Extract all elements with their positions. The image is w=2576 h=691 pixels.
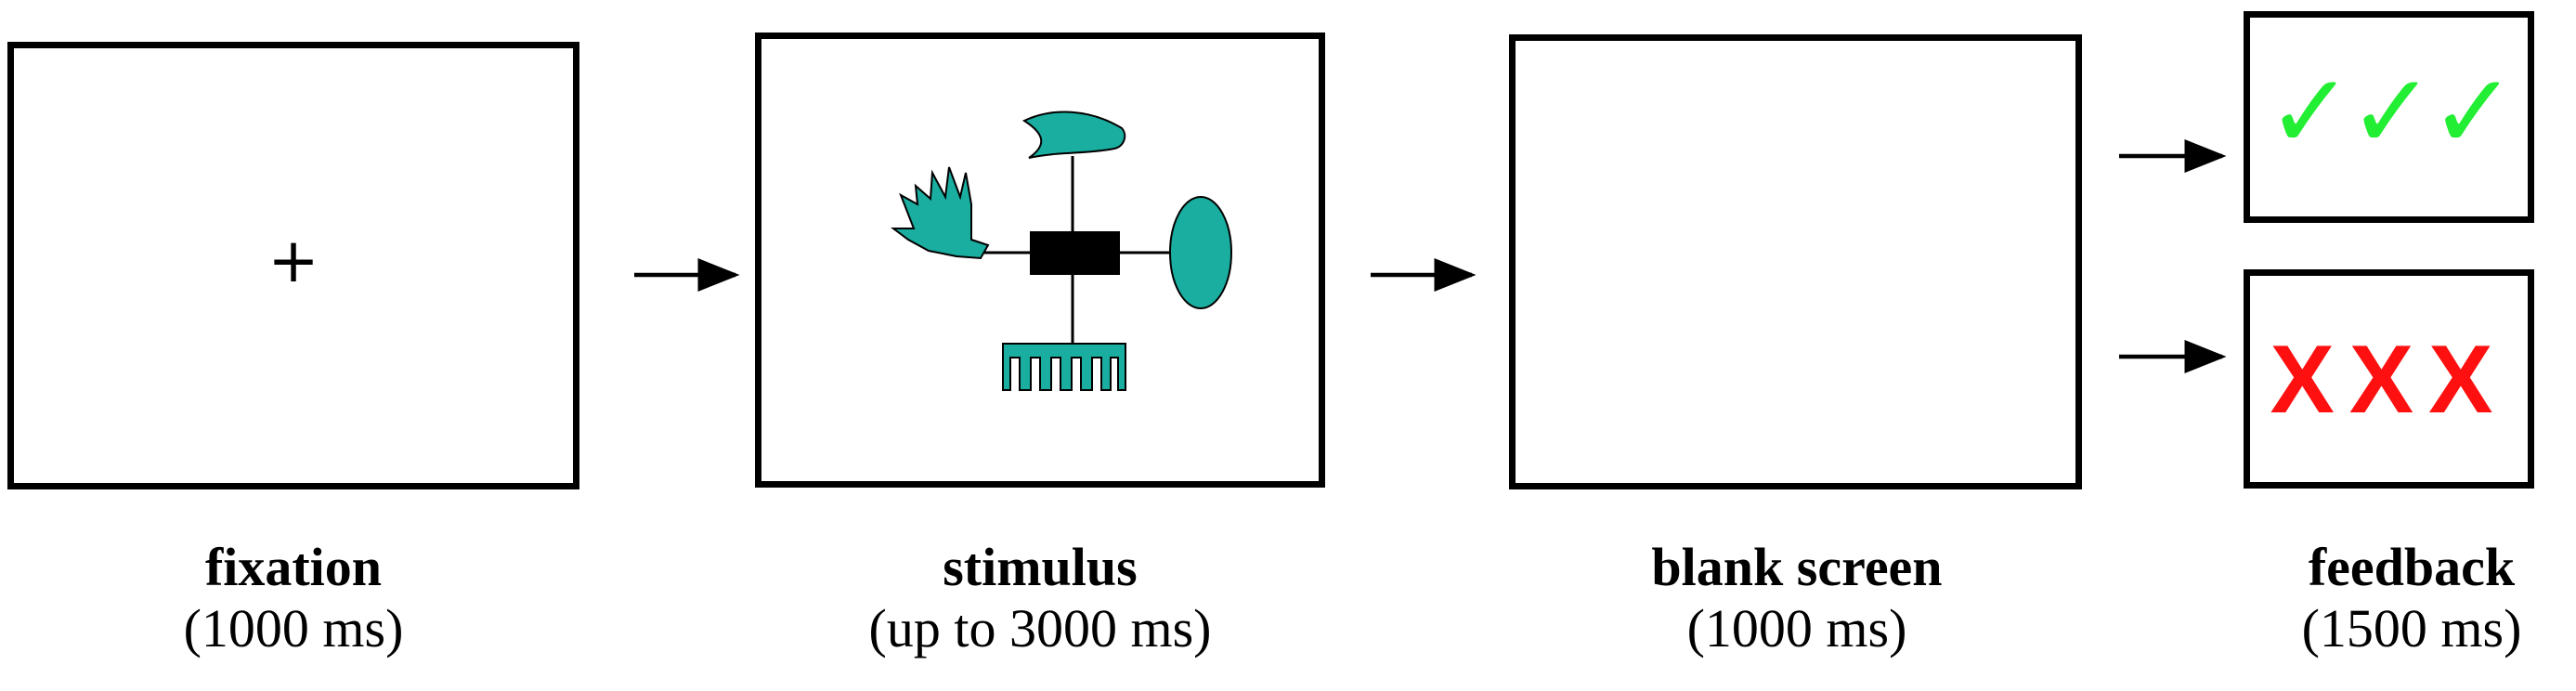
stage-duration: (1000 ms)	[183, 598, 404, 658]
fixation-cross: +	[267, 225, 319, 296]
stage-duration: (up to 3000 ms)	[868, 598, 1212, 658]
stage-duration: (1000 ms)	[1686, 598, 1907, 658]
stage-title: feedback	[2308, 537, 2516, 597]
stage-title: stimulus	[943, 537, 1138, 597]
label-stimulus: stimulus (up to 3000 ms)	[808, 537, 1272, 659]
label-fixation: fixation (1000 ms)	[80, 537, 507, 659]
stage-title: fixation	[204, 537, 383, 597]
correct-check-marks: ✓✓✓	[2266, 52, 2517, 173]
feedback-correct-panel: ✓✓✓	[2244, 11, 2534, 223]
label-blank-screen: blank screen (1000 ms)	[1579, 537, 2015, 659]
stimulus-panel	[755, 33, 1325, 488]
feedback-incorrect-panel: XXX	[2244, 269, 2534, 489]
blank-screen-panel	[1509, 34, 2082, 489]
label-feedback: feedback (1500 ms)	[2247, 537, 2576, 659]
fixation-panel: +	[7, 42, 579, 489]
stage-title: blank screen	[1651, 537, 1943, 597]
incorrect-x-marks: XXX	[2270, 326, 2508, 434]
stage-duration: (1500 ms)	[2301, 598, 2522, 658]
